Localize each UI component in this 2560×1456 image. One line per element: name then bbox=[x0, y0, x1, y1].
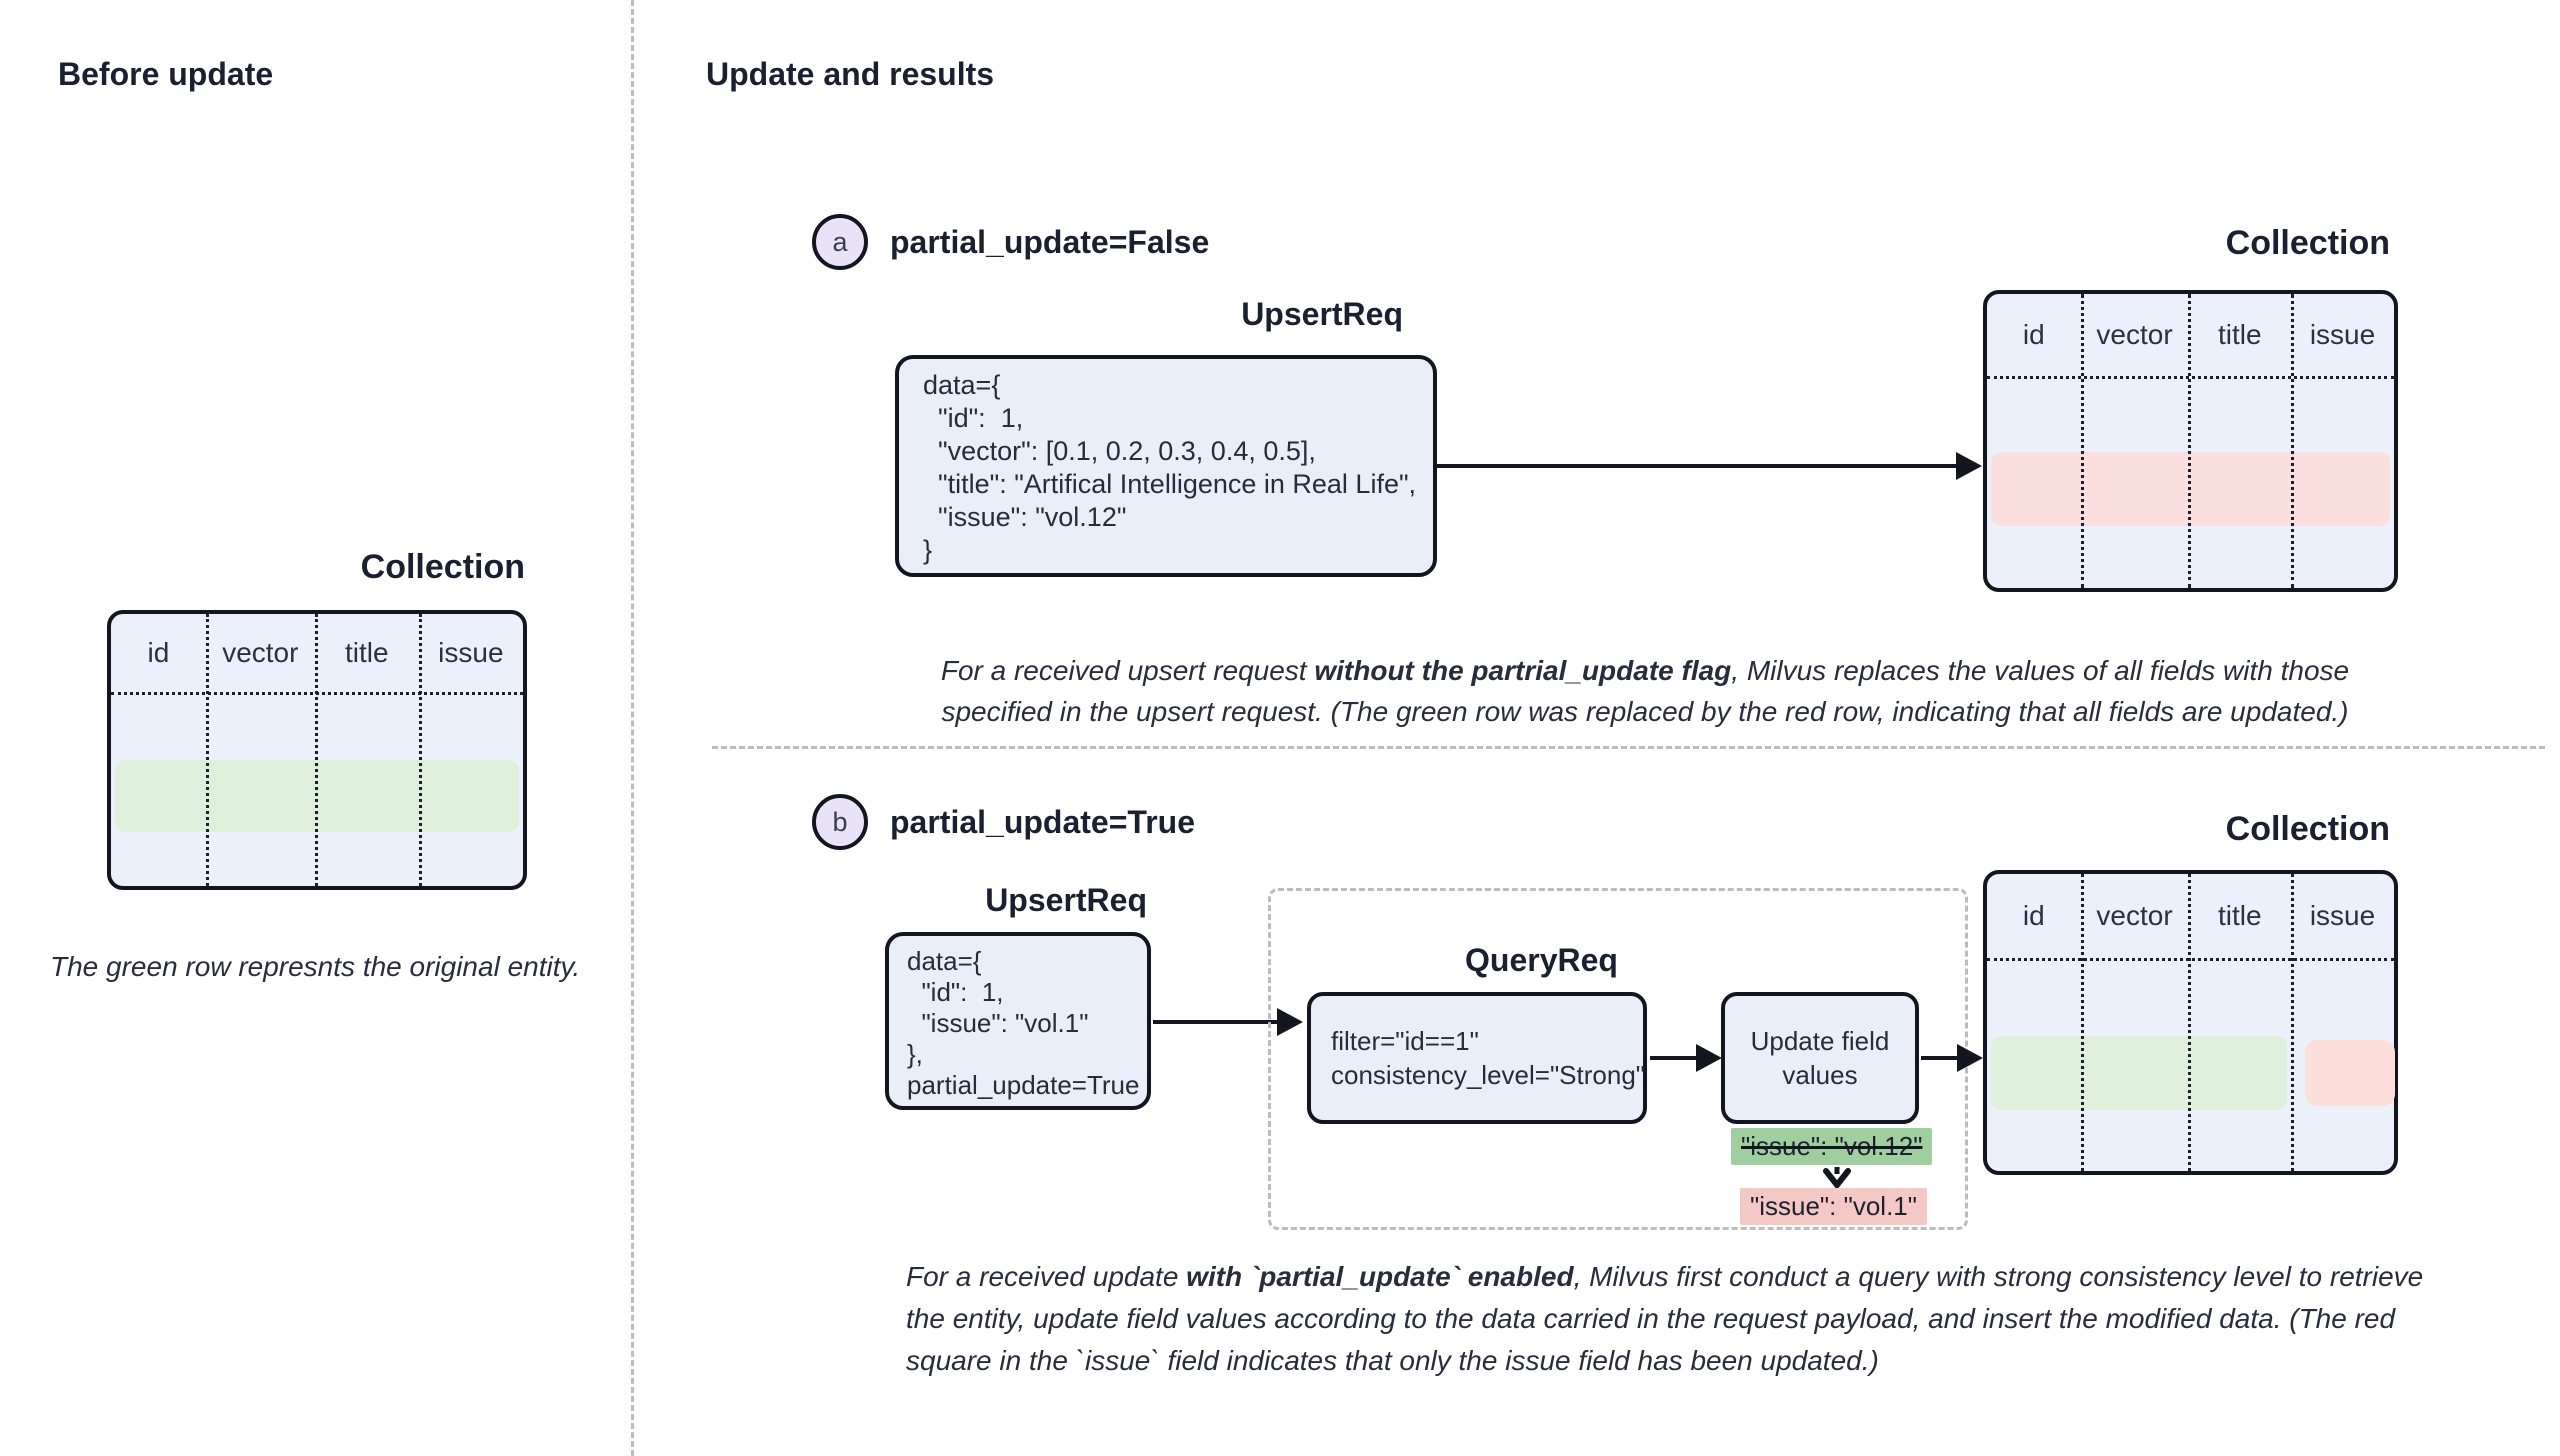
upsertreq-b-codebox: data={ "id": 1, "issue": "vol.1" }, part… bbox=[885, 932, 1151, 1110]
table-gridline bbox=[2291, 874, 2295, 1171]
arrow-right-icon bbox=[1921, 1056, 1957, 1060]
green-row-highlight bbox=[1991, 1036, 2287, 1110]
col-issue: issue bbox=[2309, 900, 2376, 931]
arrow-right-icon bbox=[1650, 1056, 1698, 1060]
col-id: id bbox=[2022, 900, 2045, 931]
col-vector: vector bbox=[222, 637, 299, 668]
collection-label-before: Collection bbox=[360, 548, 525, 586]
table-gridline bbox=[314, 614, 318, 886]
old-issue-value-tag: "issue": "vol.12" bbox=[1731, 1128, 1933, 1165]
col-title: title bbox=[345, 637, 389, 668]
queryreq-label: QueryReq bbox=[1465, 942, 1618, 978]
step-a-badge: a bbox=[812, 214, 868, 270]
collection-table-b: id vector title issue bbox=[1983, 870, 2398, 1175]
col-vector: vector bbox=[2096, 900, 2173, 931]
caption-line: the entity, update field values accordin… bbox=[906, 1303, 2396, 1334]
section-b-heading: partial_update=True bbox=[890, 804, 1195, 840]
table-gridline bbox=[2291, 294, 2295, 588]
arrow-down-icon bbox=[1823, 1167, 1851, 1188]
col-vector: vector bbox=[2096, 319, 2173, 350]
arrow-right-head-icon bbox=[1277, 1008, 1303, 1036]
panel-divider-line bbox=[631, 0, 634, 1456]
section-a-heading: partial_update=False bbox=[890, 224, 1210, 260]
caption-line: For a received upsert request without th… bbox=[940, 655, 2350, 686]
step-b-badge: b bbox=[812, 794, 868, 850]
step-a-letter: a bbox=[832, 226, 848, 257]
arrow-right-head-icon bbox=[1957, 1044, 1983, 1072]
section-a-caption: For a received upsert request without th… bbox=[880, 650, 2410, 732]
step-b-letter: b bbox=[832, 806, 848, 837]
section-divider-line bbox=[712, 746, 2545, 749]
col-issue: issue bbox=[438, 637, 504, 668]
upsertreq-b-label: UpsertReq bbox=[985, 882, 1147, 918]
table-header-row: id vector title issue bbox=[1987, 294, 2394, 376]
arrow-right-head-icon bbox=[1956, 452, 1982, 480]
caption-line: specified in the upsert request. (The gr… bbox=[941, 696, 2349, 727]
table-gridline bbox=[2188, 874, 2192, 1171]
col-id: id bbox=[2022, 319, 2045, 350]
update-field-values-box: Update field values bbox=[1721, 992, 1919, 1124]
table-gridline bbox=[205, 614, 209, 886]
new-issue-value-tag: "issue": "vol.1" bbox=[1740, 1188, 1927, 1225]
table-header-divider bbox=[1987, 376, 2394, 379]
arrow-right-icon bbox=[1153, 1020, 1277, 1024]
col-issue: issue bbox=[2309, 319, 2376, 350]
collection-label-b: Collection bbox=[2225, 810, 2390, 848]
table-header-divider bbox=[111, 692, 523, 695]
table-header-row: id vector title issue bbox=[111, 614, 523, 692]
table-gridline bbox=[2080, 294, 2084, 588]
upsertreq-a-codebox: data={ "id": 1, "vector": [0.1, 0.2, 0.3… bbox=[895, 355, 1437, 577]
collection-table-a: id vector title issue bbox=[1983, 290, 2398, 592]
left-panel-title: Before update bbox=[58, 56, 274, 92]
table-gridline bbox=[2080, 874, 2084, 1171]
col-title: title bbox=[2217, 319, 2262, 350]
query-filter-box: filter="id==1" consistency_level="Strong… bbox=[1307, 992, 1647, 1124]
table-header-row: id vector title issue bbox=[1987, 874, 2394, 958]
caption-line: square in the `issue` field indicates th… bbox=[906, 1345, 1879, 1376]
caption-line: For a received update with `partial_upda… bbox=[906, 1261, 2424, 1292]
table-gridline bbox=[418, 614, 422, 886]
collection-table-before: id vector title issue bbox=[107, 610, 527, 890]
col-title: title bbox=[2217, 900, 2262, 931]
section-b-caption: For a received update with `partial_upda… bbox=[906, 1256, 2506, 1382]
col-id: id bbox=[147, 637, 170, 668]
collection-label-a: Collection bbox=[2225, 224, 2390, 262]
arrow-right-head-icon bbox=[1696, 1044, 1722, 1072]
upsertreq-a-label: UpsertReq bbox=[1241, 296, 1403, 332]
red-issue-cell-highlight bbox=[2305, 1040, 2395, 1106]
right-panel-title: Update and results bbox=[706, 56, 995, 92]
table-gridline bbox=[2188, 294, 2192, 588]
left-panel-caption: The green row represnts the original ent… bbox=[50, 951, 581, 982]
table-header-divider bbox=[1987, 958, 2394, 961]
arrow-right-icon bbox=[1437, 464, 1957, 468]
